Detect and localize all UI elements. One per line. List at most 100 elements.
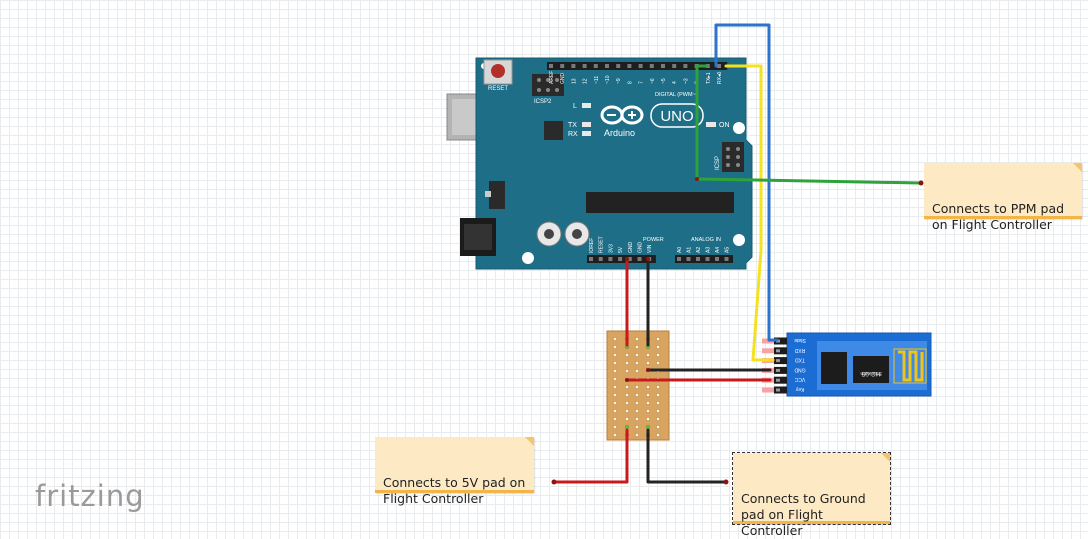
protoboard-hole[interactable]: [655, 400, 661, 406]
protoboard-hole[interactable]: [634, 336, 640, 342]
protoboard-hole[interactable]: [612, 368, 618, 374]
note-5v-connection[interactable]: Connects to 5V pad on Flight Controller: [375, 437, 534, 506]
protoboard-hole[interactable]: [634, 352, 640, 358]
protoboard-hole[interactable]: [612, 384, 618, 390]
protoboard-hole[interactable]: [634, 368, 640, 374]
digital-pin[interactable]: [549, 64, 553, 68]
protoboard-hole[interactable]: [634, 408, 640, 414]
power-pin[interactable]: [637, 257, 642, 261]
protoboard-hole[interactable]: [612, 376, 618, 382]
power-pin[interactable]: [608, 257, 613, 261]
protoboard-hole[interactable]: [624, 400, 630, 406]
protoboard-hole[interactable]: [655, 432, 661, 438]
protoboard-hole[interactable]: [612, 360, 618, 366]
module-pin[interactable]: [774, 337, 787, 345]
digital-pin[interactable]: [560, 64, 565, 68]
protoboard-hole[interactable]: [655, 408, 661, 414]
protoboard-hole[interactable]: [645, 352, 651, 358]
module-pin-lead: [762, 348, 774, 354]
module-pin[interactable]: [774, 386, 787, 394]
protoboard-hole[interactable]: [645, 400, 651, 406]
protoboard-hole[interactable]: [645, 360, 651, 366]
protoboard-hole[interactable]: [634, 416, 640, 422]
digital-pin[interactable]: [672, 64, 677, 68]
digital-pin[interactable]: [605, 64, 609, 68]
protoboard-hole[interactable]: [634, 392, 640, 398]
protoboard-hole[interactable]: [612, 352, 618, 358]
digital-pin[interactable]: [638, 64, 643, 68]
note-ppm-connection[interactable]: Connects to PPM pad on Flight Controller: [924, 163, 1082, 232]
protoboard-hole[interactable]: [624, 408, 630, 414]
analog-pin[interactable]: [686, 257, 691, 261]
digital-pin[interactable]: [571, 64, 576, 68]
protoboard-hole[interactable]: [645, 416, 651, 422]
digital-pin[interactable]: [661, 64, 665, 68]
protoboard-hole[interactable]: [624, 360, 630, 366]
protoboard-hole[interactable]: [655, 344, 661, 350]
protoboard-hole[interactable]: [612, 424, 618, 430]
power-pin[interactable]: [598, 257, 603, 261]
wire-red-5v-pad[interactable]: [552, 428, 629, 484]
protoboard-hole[interactable]: [612, 400, 618, 406]
protoboard-hole[interactable]: [624, 384, 630, 390]
wire-blue-tx[interactable]: [714, 23, 779, 342]
protoboard-hole[interactable]: [612, 408, 618, 414]
fritzing-logo: fritzing: [35, 479, 145, 513]
module-pin[interactable]: [774, 366, 787, 374]
protoboard-hole[interactable]: [655, 352, 661, 358]
protoboard-hole[interactable]: [634, 384, 640, 390]
protoboard-hole[interactable]: [634, 360, 640, 366]
protoboard-hole[interactable]: [634, 344, 640, 350]
protoboard-hole[interactable]: [612, 432, 618, 438]
protoboard-hole[interactable]: [645, 392, 651, 398]
digital-pin[interactable]: [627, 64, 632, 68]
protoboard-hole[interactable]: [624, 368, 630, 374]
digital-pin[interactable]: [717, 64, 721, 68]
analog-pin[interactable]: [696, 257, 700, 261]
protoboard-hole[interactable]: [624, 424, 630, 430]
power-pin[interactable]: [589, 257, 593, 261]
digital-pin-label: 12: [583, 78, 589, 84]
digital-pin[interactable]: [683, 64, 688, 68]
digital-pin[interactable]: [582, 64, 587, 68]
wire-green-ppm[interactable]: [695, 64, 923, 185]
protoboard-hole[interactable]: [645, 408, 651, 414]
arduino-uno-board[interactable]: RESET ICSP2 L TX RX Arduino UNO ON: [446, 57, 753, 270]
analog-pin[interactable]: [715, 257, 719, 261]
protoboard-hole[interactable]: [655, 416, 661, 422]
power-pin[interactable]: [618, 257, 623, 261]
protoboard-hole[interactable]: [624, 392, 630, 398]
digital-pin[interactable]: [593, 64, 598, 68]
power-pin[interactable]: [627, 257, 632, 261]
protoboard-hole[interactable]: [655, 392, 661, 398]
protoboard-hole[interactable]: [612, 392, 618, 398]
note-ground-connection[interactable]: Connects to Ground pad on Flight Control…: [732, 452, 891, 538]
module-pin[interactable]: [774, 347, 787, 355]
protoboard-hole[interactable]: [655, 336, 661, 342]
protoboard-hole[interactable]: [612, 336, 618, 342]
protoboard-hole[interactable]: [634, 432, 640, 438]
protoboard-hole[interactable]: [655, 360, 661, 366]
reset-button-cap[interactable]: [491, 64, 505, 78]
digital-pin[interactable]: [616, 64, 621, 68]
analog-pin[interactable]: [724, 257, 729, 261]
protoboard-hole[interactable]: [645, 424, 651, 430]
analog-pin[interactable]: [677, 257, 681, 261]
protoboard-hole[interactable]: [624, 352, 630, 358]
wire-yellow-rx[interactable]: [724, 64, 775, 362]
wire-black-gnd-pad[interactable]: [646, 428, 728, 484]
module-pin[interactable]: [774, 376, 787, 384]
analog-pin[interactable]: [705, 257, 710, 261]
module-pin[interactable]: [774, 357, 787, 365]
protoboard[interactable]: [606, 330, 670, 441]
protoboard-hole[interactable]: [634, 400, 640, 406]
protoboard-hole[interactable]: [624, 416, 630, 422]
protoboard-hole[interactable]: [655, 424, 661, 430]
protoboard-hole[interactable]: [612, 344, 618, 350]
protoboard-hole[interactable]: [634, 424, 640, 430]
protoboard-hole[interactable]: [655, 384, 661, 390]
protoboard-hole[interactable]: [612, 416, 618, 422]
protoboard-hole[interactable]: [645, 384, 651, 390]
digital-pin[interactable]: [649, 64, 654, 68]
